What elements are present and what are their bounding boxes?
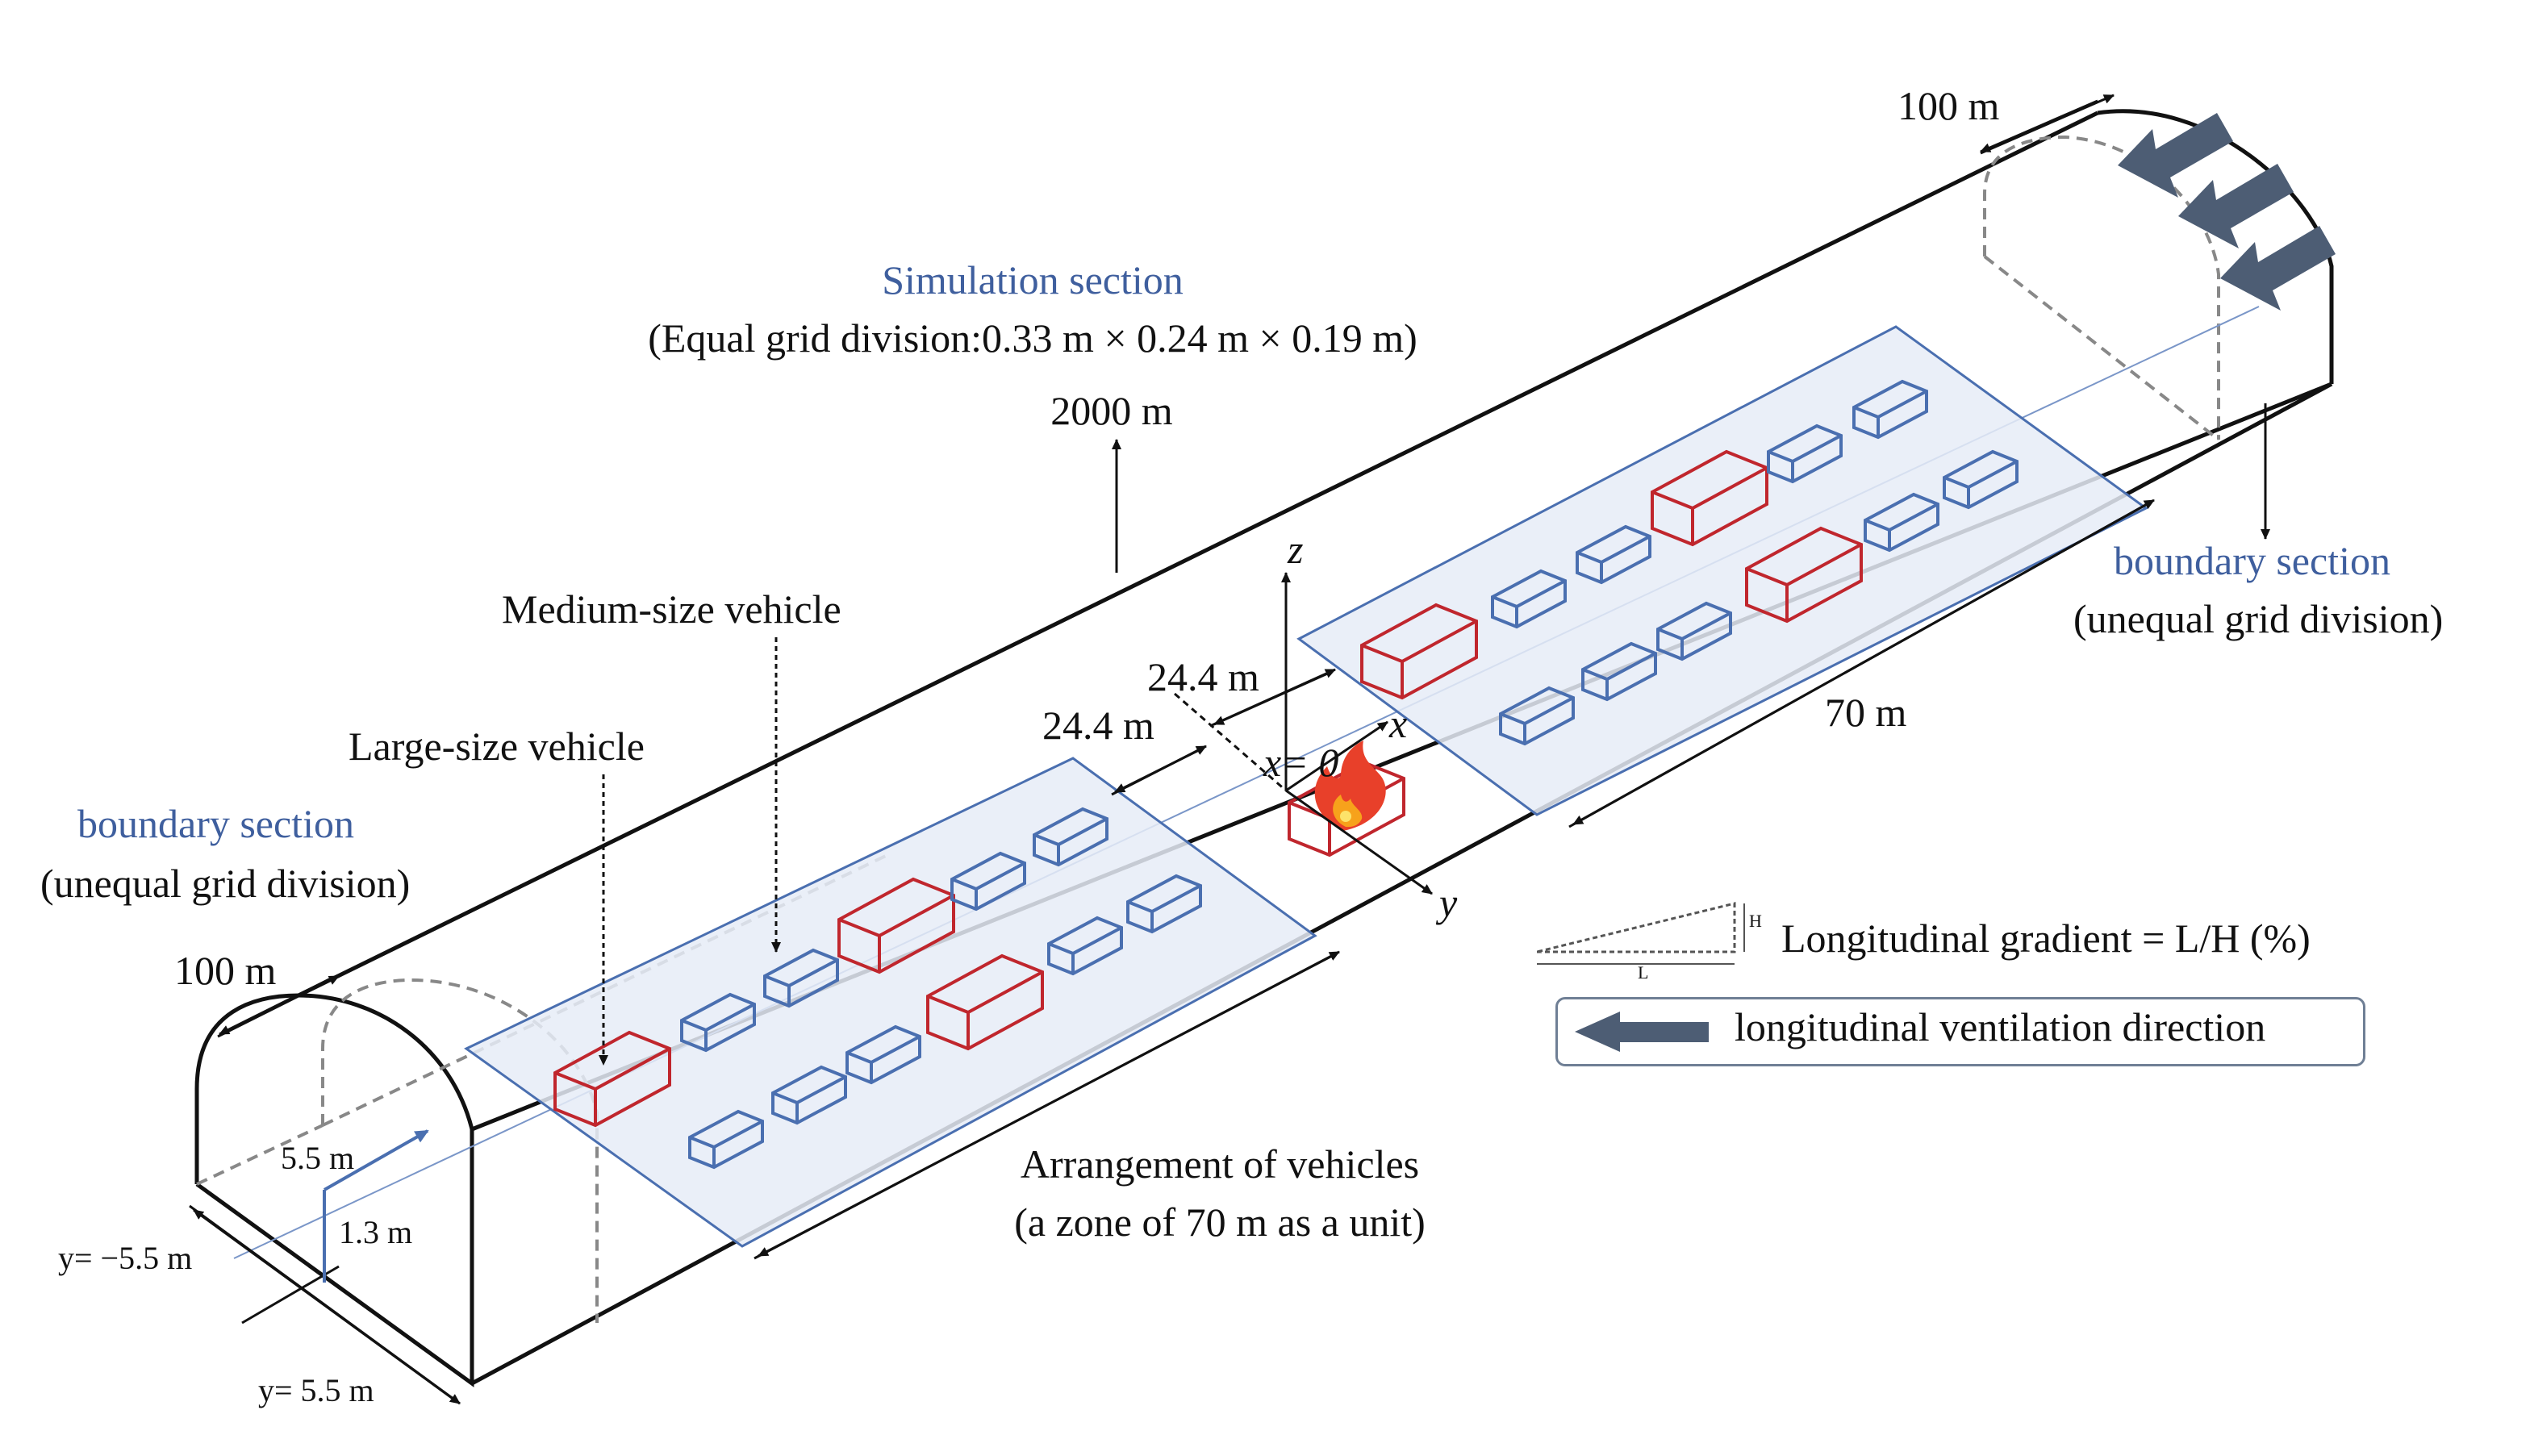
- right-boundary-arch: [1983, 135, 2220, 440]
- length-100-bottom-label: 100 m: [174, 948, 277, 993]
- medium-vehicle: [845, 1024, 921, 1085]
- medium-vehicle: [1656, 601, 1732, 661]
- boundary-left-title: boundary section: [77, 801, 354, 846]
- dim-100-bottom-b: [219, 977, 332, 1036]
- medium-vehicle: [1581, 641, 1657, 702]
- y-negative-label: y= −5.5 m: [58, 1240, 193, 1276]
- dim-24-upper-b: [1213, 670, 1332, 726]
- y-axis: [1285, 789, 1433, 895]
- medium-vehicle: [1943, 449, 2019, 510]
- arrangement-title: Arrangement of vehicles: [1020, 1141, 1420, 1187]
- dimension-lines: [189, 94, 2270, 1405]
- cross-section-dims: [323, 1129, 429, 1283]
- medium-vehicle: [1576, 524, 1651, 585]
- large-vehicle: [553, 1030, 671, 1128]
- ventilation-arrow-icon: [1575, 1012, 1709, 1052]
- tunnel-top-edge: [297, 111, 2099, 998]
- ventilation-arrow-icon: [2118, 113, 2233, 198]
- medium-vehicle: [1033, 807, 1108, 867]
- ventilation-arrows: [2118, 113, 2336, 311]
- dim-70-right-b: [1572, 501, 2151, 826]
- dim-24-lower-b: [1114, 747, 1203, 794]
- medium-vehicle: [1852, 379, 1928, 440]
- medium-vehicle: [688, 1109, 764, 1170]
- large-vehicle-label: Large-size vehicle: [349, 724, 645, 769]
- gradient-triangle: [1536, 902, 1736, 953]
- zone-70-label: 70 m: [1825, 690, 1907, 735]
- vehicles-right-zone: [1360, 379, 2019, 746]
- boundary-left-sub: (unequal grid division): [40, 861, 411, 906]
- distance-upper-label: 24.4 m: [1147, 654, 1259, 699]
- large-vehicle: [1360, 603, 1478, 700]
- boundary-right-title: boundary section: [2114, 538, 2390, 583]
- simulation-section-title: Simulation section: [882, 257, 1184, 302]
- large-vehicle: [1651, 449, 1768, 547]
- medium-vehicle: [1864, 492, 1939, 553]
- y-positive-label: y= 5.5 m: [258, 1372, 374, 1408]
- dim-y-width-b: [193, 1208, 453, 1400]
- medium-vehicle: [763, 948, 839, 1008]
- coordinate-axes: [1174, 572, 1433, 895]
- dimension-55-label: 5.5 m: [281, 1140, 355, 1176]
- ventilation-arrow-icon: [2220, 226, 2336, 311]
- medium-vehicle: [1499, 686, 1575, 746]
- large-vehicle: [1745, 526, 1863, 624]
- length-2000-label: 2000 m: [1050, 388, 1173, 433]
- dim-100-bottom: [217, 974, 340, 1038]
- dim-100-top: [1980, 94, 2115, 155]
- gradient-l-label: L: [1638, 962, 1649, 982]
- large-vehicle: [926, 953, 1044, 1051]
- floor-dash-right: [1983, 255, 2220, 441]
- medium-vehicle: [1491, 569, 1567, 629]
- vehicles-left-zone: [553, 807, 1202, 1170]
- x-axis: [1285, 720, 1388, 792]
- height-55: [324, 1129, 429, 1191]
- ventilation-arrow-icon: [2178, 164, 2294, 248]
- tunnel-front-arch: [194, 993, 474, 1387]
- ventilation-legend-label: longitudinal ventilation direction: [1735, 1004, 2266, 1049]
- gradient-h-label: H: [1749, 911, 1762, 931]
- gradient-legend-label: Longitudinal gradient = L/H (%): [1781, 916, 2311, 961]
- origin-label: x= 0: [1263, 740, 1339, 785]
- large-vehicle: [837, 877, 955, 974]
- medium-vehicle-label: Medium-size vehicle: [502, 586, 841, 632]
- x-axis-label: x: [1389, 701, 1408, 746]
- gradient-legend: [1536, 902, 1745, 965]
- dim-70-left-b: [758, 953, 1336, 1258]
- dim-100-top-b: [1980, 99, 2098, 153]
- length-100-top-label: 100 m: [1898, 83, 2000, 128]
- y-axis-label: y: [1439, 880, 1458, 925]
- medium-vehicle: [1767, 423, 1843, 484]
- distance-lower-label: 24.4 m: [1042, 703, 1154, 748]
- medium-vehicle: [950, 851, 1026, 912]
- floor-dash-left: [196, 1124, 324, 1186]
- dimension-13-label: 1.3 m: [339, 1214, 413, 1250]
- ventilation-legend: [1555, 997, 2365, 1066]
- vehicle-zone-left: [464, 757, 1317, 1248]
- medium-vehicle: [680, 992, 756, 1053]
- simulation-grid-label: (Equal grid division:0.33 m × 0.24 m × 0…: [648, 315, 1417, 361]
- arrangement-sub: (a zone of 70 m as a unit): [1014, 1199, 1426, 1245]
- origin-dash: [1174, 692, 1287, 792]
- boundary-right-sub: (unequal grid division): [2073, 596, 2444, 641]
- medium-vehicle: [1047, 916, 1123, 976]
- medium-vehicle: [771, 1065, 847, 1125]
- medium-vehicle: [1126, 874, 1202, 934]
- fire-icon: [1314, 741, 1386, 831]
- z-axis-label: z: [1288, 527, 1304, 572]
